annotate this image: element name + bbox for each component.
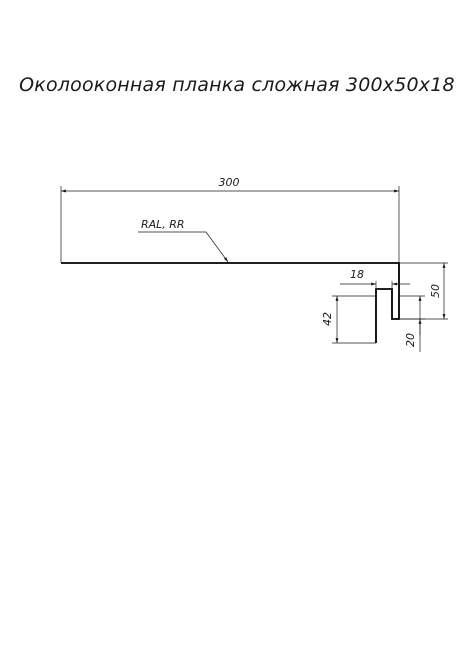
leg-label: 42: [321, 312, 334, 326]
flange-label: 18: [350, 268, 364, 281]
return-label: 20: [404, 333, 417, 347]
callout-label: RAL, RR: [141, 218, 185, 231]
callout-leader: [138, 231, 229, 263]
drawing-title: Околооконная планка сложная 300х50х18: [19, 74, 455, 96]
width-label: 300: [219, 176, 240, 189]
depth-label: 50: [429, 284, 442, 298]
profile-line: [61, 262, 400, 343]
